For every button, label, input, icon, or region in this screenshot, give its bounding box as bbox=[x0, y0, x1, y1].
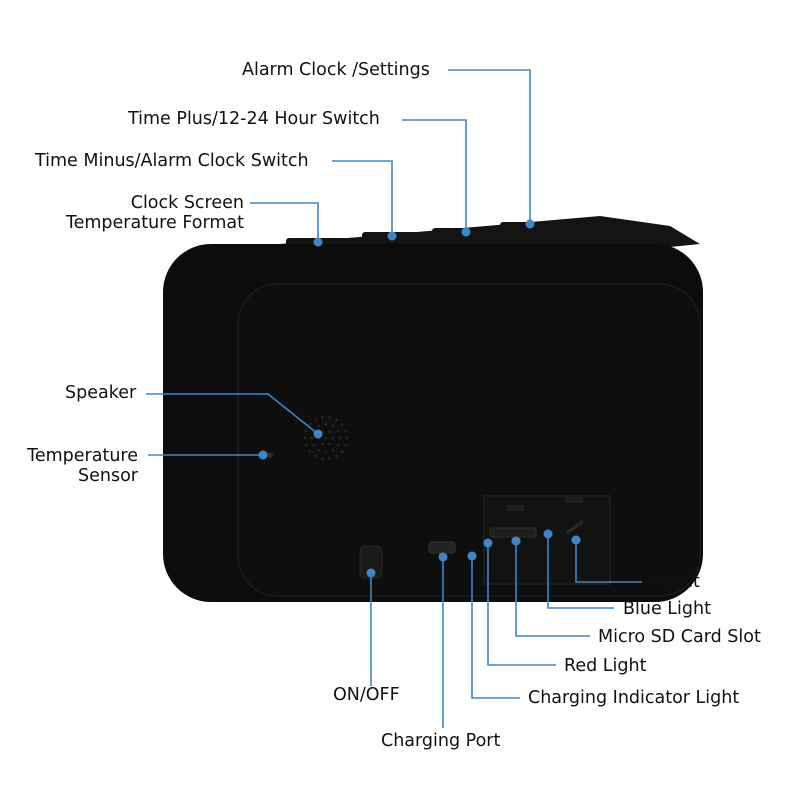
label-red-light: Red Light bbox=[564, 656, 647, 676]
speaker-hole bbox=[336, 443, 340, 447]
label-charging-indicator: Charging Indicator Light bbox=[528, 688, 740, 708]
label-temperature-sensor-line1: Temperature bbox=[27, 446, 138, 466]
pointer-dot bbox=[366, 568, 376, 578]
pointer-dot bbox=[571, 535, 581, 545]
pointer-dot bbox=[525, 219, 535, 229]
speaker-hole bbox=[340, 423, 344, 426]
label-charging-port: Charging Port bbox=[381, 731, 501, 751]
ports-panel bbox=[483, 495, 611, 585]
reset-hole bbox=[566, 520, 584, 534]
speaker-hole bbox=[345, 436, 349, 440]
speaker-hole bbox=[314, 418, 317, 422]
speaker-hole bbox=[331, 424, 335, 428]
leader-charging-indicator bbox=[471, 556, 520, 699]
pointer-dot bbox=[313, 429, 323, 439]
speaker-hole bbox=[312, 443, 316, 447]
speaker-hole bbox=[328, 457, 331, 461]
pointer-dot bbox=[543, 529, 553, 539]
speaker-grille bbox=[303, 415, 349, 461]
speaker-hole bbox=[340, 450, 344, 453]
speaker-hole bbox=[344, 443, 348, 447]
label-time-minus: Time Minus/Alarm Clock Switch bbox=[35, 151, 309, 171]
micro-sd-slot bbox=[489, 527, 537, 538]
temperature-sensor-hole bbox=[267, 452, 273, 458]
pointer-dot bbox=[387, 231, 397, 241]
speaker-hole bbox=[303, 436, 307, 440]
ports-panel-tab bbox=[506, 505, 524, 511]
label-time-plus: Time Plus/12-24 Hour Switch bbox=[128, 109, 380, 129]
speaker-hole bbox=[331, 448, 335, 452]
speaker-hole bbox=[314, 454, 317, 458]
label-temperature-sensor: Temperature Sensor bbox=[10, 446, 138, 486]
label-micro-sd: Micro SD Card Slot bbox=[598, 627, 761, 647]
leader-reset bbox=[575, 540, 642, 583]
speaker-hole bbox=[304, 443, 308, 447]
speaker-hole bbox=[304, 429, 308, 433]
leader-blue-light bbox=[547, 534, 614, 609]
speaker-hole bbox=[324, 436, 328, 440]
label-blue-light: Blue Light bbox=[623, 599, 711, 619]
speaker-hole bbox=[331, 436, 335, 440]
speaker-hole bbox=[335, 418, 338, 422]
ports-panel-tab bbox=[565, 497, 583, 503]
leader-alarm-settings bbox=[448, 69, 531, 224]
speaker-hole bbox=[317, 448, 321, 452]
speaker-hole bbox=[338, 436, 342, 440]
speaker-hole bbox=[317, 424, 321, 428]
leader-clock-screen bbox=[250, 202, 319, 242]
leader-time-minus bbox=[332, 160, 393, 236]
pointer-dot bbox=[438, 552, 448, 562]
leader-speaker bbox=[146, 393, 319, 435]
speaker-hole bbox=[321, 415, 324, 419]
label-temperature-sensor-line2: Sensor bbox=[78, 466, 138, 486]
label-on-off: ON/OFF bbox=[333, 685, 400, 705]
speaker-hole bbox=[310, 436, 314, 440]
label-reset: Reset bbox=[651, 572, 700, 592]
speaker-hole bbox=[344, 429, 348, 433]
speaker-hole bbox=[308, 423, 312, 426]
speaker-hole bbox=[324, 450, 328, 454]
speaker-hole bbox=[336, 429, 340, 433]
label-clock-screen-line2: Temperature Format bbox=[65, 213, 244, 233]
pointer-dot bbox=[313, 237, 323, 247]
pointer-dot bbox=[511, 536, 521, 546]
pointer-dot bbox=[461, 227, 471, 237]
speaker-hole bbox=[321, 442, 324, 446]
pointer-dot bbox=[467, 551, 477, 561]
leader-time-plus bbox=[402, 119, 467, 232]
leader-red-light bbox=[487, 543, 556, 666]
speaker-hole bbox=[324, 422, 328, 426]
speaker-hole bbox=[308, 450, 312, 453]
speaker-hole bbox=[328, 430, 331, 434]
speaker-hole bbox=[335, 454, 338, 458]
pointer-dot bbox=[483, 538, 493, 548]
device-back-panel bbox=[237, 283, 701, 597]
label-speaker: Speaker bbox=[65, 383, 137, 403]
pointer-dot bbox=[258, 450, 268, 460]
label-clock-screen-line1: Clock Screen bbox=[130, 193, 244, 213]
speaker-hole bbox=[328, 415, 331, 419]
charging-port bbox=[428, 541, 456, 554]
label-clock-screen: Clock Screen Temperature Format bbox=[40, 193, 244, 233]
speaker-hole bbox=[321, 457, 324, 461]
leader-micro-sd bbox=[515, 541, 590, 637]
speaker-hole bbox=[328, 442, 331, 446]
label-alarm-settings: Alarm Clock /Settings bbox=[242, 60, 430, 80]
